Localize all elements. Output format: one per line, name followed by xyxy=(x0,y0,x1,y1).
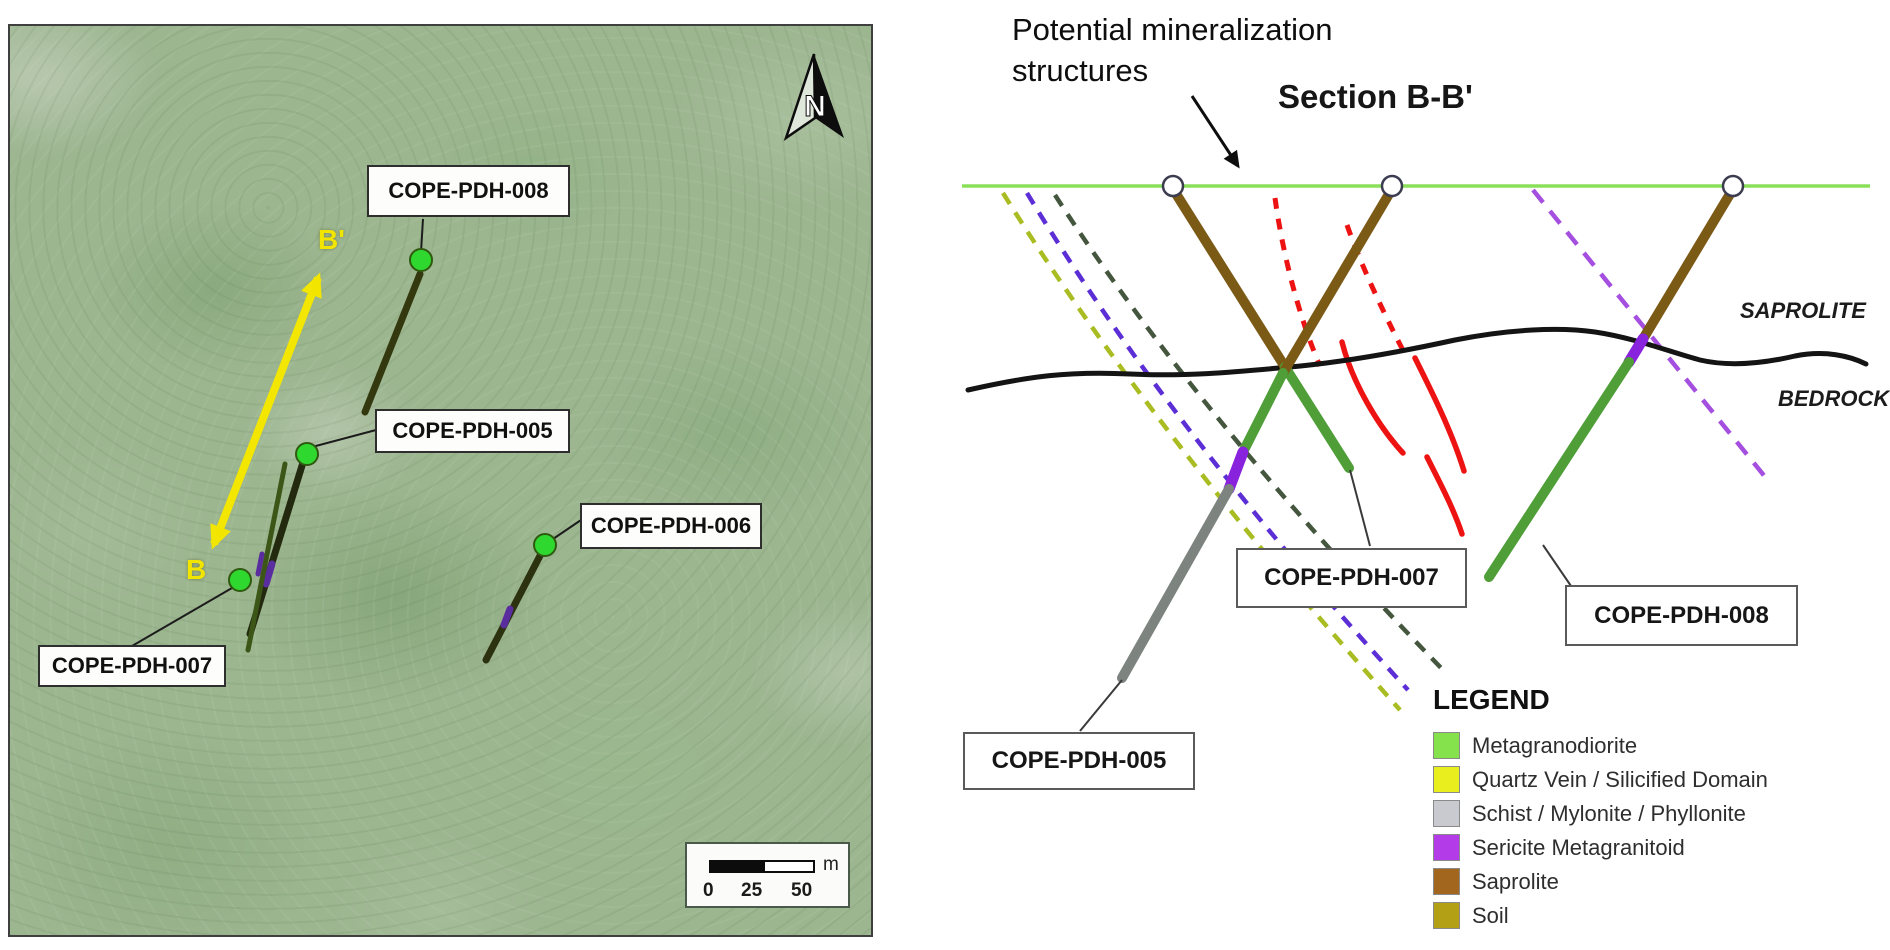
legend-swatch-quartz-vein xyxy=(1433,766,1460,793)
section-leader-pdh007 xyxy=(1349,469,1371,547)
section-line-arrow xyxy=(210,272,322,550)
section-collar-pdh007 xyxy=(1161,174,1185,198)
scale-bar-unit: m xyxy=(823,854,839,875)
mineralization-dashed-2 xyxy=(1344,224,1410,360)
structure-dashed-dark xyxy=(1053,193,1447,674)
map-trace-pdh006 xyxy=(482,546,547,664)
legend-item-quartz-vein: Quartz Vein / Silicified Domain xyxy=(1433,766,1768,793)
collar-dot-pdh008 xyxy=(409,248,433,272)
legend-item-schist: Schist / Mylonite / Phyllonite xyxy=(1433,800,1768,827)
legend-swatch-saprolite xyxy=(1433,868,1460,895)
legend-swatch-soil xyxy=(1433,902,1460,929)
map-label-pdh008: COPE-PDH-008 xyxy=(367,165,570,217)
pdh008-metagranodiorite-interval xyxy=(1484,357,1634,582)
structure-dashed-olive xyxy=(1001,191,1402,712)
annotation-line-2: structures xyxy=(1012,52,1149,88)
legend-swatch-schist xyxy=(1433,800,1460,827)
pdh005-sericite-interval xyxy=(1223,446,1249,495)
legend-item-metagranodiorite: Metagranodiorite xyxy=(1433,732,1768,759)
section-leader-pdh005 xyxy=(1079,679,1123,732)
mineralization-solid-3 xyxy=(1424,454,1465,537)
annotation-line-1: Potential mineralization xyxy=(1012,12,1333,47)
map-leader-pdh005 xyxy=(311,429,377,448)
legend: LEGEND Metagranodiorite Quartz Vein / Si… xyxy=(1433,684,1768,936)
map-trace-pdh007-sericite xyxy=(255,551,265,577)
cross-section-b-b: Potential mineralization structures Sect… xyxy=(900,0,1890,950)
map-label-pdh006: COPE-PDH-006 xyxy=(580,503,762,549)
pdh007-saprolite-interval xyxy=(1168,184,1290,372)
mineralization-dashed-1 xyxy=(1272,197,1323,367)
scale-tick-25: 25 xyxy=(741,880,763,901)
saprolite-label: SAPROLITE xyxy=(1740,298,1866,323)
mineralization-solid-1 xyxy=(1339,339,1406,456)
section-label-pdh008: COPE-PDH-008 xyxy=(1565,585,1798,646)
section-start-label: B xyxy=(186,554,207,585)
collar-dot-pdh007 xyxy=(228,568,252,592)
legend-label: Quartz Vein / Silicified Domain xyxy=(1472,766,1768,792)
scale-bar-white-segment xyxy=(763,860,815,873)
section-title: Section B-B' xyxy=(1278,78,1473,115)
drill-trace-pdh005 xyxy=(1117,184,1397,683)
map-leader-pdh007 xyxy=(131,587,233,647)
map-trace-pdh007 xyxy=(245,461,288,653)
pdh005-metagranodiorite-interval xyxy=(1238,368,1288,457)
scale-tick-0: 0 xyxy=(703,880,714,901)
collar-dot-pdh005 xyxy=(295,442,319,466)
drillhole-location-map: N COPE-PDH-008 COPE-PDH-005 COPE-PDH-006… xyxy=(8,24,873,937)
drill-trace-pdh007 xyxy=(1168,184,1354,473)
map-leader-pdh006 xyxy=(552,519,582,540)
section-leader-pdh008 xyxy=(1542,544,1572,587)
annotation-arrow xyxy=(1190,95,1240,169)
mineralization-solid-2 xyxy=(1412,355,1467,474)
map-trace-pdh006-sericite xyxy=(500,605,514,629)
north-arrow-icon: N xyxy=(783,53,844,142)
legend-item-soil: Soil xyxy=(1433,902,1768,929)
map-trace-pdh008 xyxy=(361,270,424,416)
legend-swatch-sericite xyxy=(1433,834,1460,861)
scale-bar: m 0 25 50 xyxy=(685,842,850,908)
legend-label: Soil xyxy=(1472,902,1509,928)
annotation-text: Potential mineralization structures xyxy=(1012,10,1333,92)
pdh005-saprolite-interval xyxy=(1278,184,1397,378)
structure-dashed-violet xyxy=(1531,188,1768,480)
section-end-label: B' xyxy=(318,224,345,255)
legend-label: Saprolite xyxy=(1472,868,1559,894)
legend-label: Metagranodiorite xyxy=(1472,732,1638,758)
pdh008-saprolite-interval xyxy=(1638,184,1738,344)
bedrock-label: BEDROCK xyxy=(1778,386,1890,411)
section-label-pdh007: COPE-PDH-007 xyxy=(1236,548,1467,608)
legend-label: Schist / Mylonite / Phyllonite xyxy=(1472,800,1746,826)
map-label-pdh005: COPE-PDH-005 xyxy=(375,409,570,453)
map-leader-pdh008 xyxy=(420,218,424,253)
scale-tick-50: 50 xyxy=(791,880,813,901)
legend-item-sericite: Sericite Metagranitoid xyxy=(1433,834,1768,861)
collar-dot-pdh006 xyxy=(533,533,557,557)
legend-title: LEGEND xyxy=(1433,684,1550,715)
legend-label: Sericite Metagranitoid xyxy=(1472,834,1685,860)
pdh005-schist-interval xyxy=(1117,484,1234,683)
section-graphics xyxy=(962,95,1870,732)
structure-dashed-purple xyxy=(1025,191,1410,692)
map-label-pdh007: COPE-PDH-007 xyxy=(38,645,226,687)
mineralization-structures xyxy=(1272,197,1467,537)
section-label-pdh005: COPE-PDH-005 xyxy=(963,732,1195,790)
drill-trace-pdh008 xyxy=(1484,184,1738,582)
north-label: N xyxy=(804,90,826,123)
scale-bar-black-segment xyxy=(709,860,763,873)
section-collar-pdh008 xyxy=(1721,174,1745,198)
legend-item-saprolite: Saprolite xyxy=(1433,868,1768,895)
map-overlay-graphics: N xyxy=(131,53,844,664)
map-trace-pdh005-sericite xyxy=(262,560,276,588)
bedrock-boundary-line xyxy=(965,326,1869,393)
legend-swatch-metagranodiorite xyxy=(1433,732,1460,759)
pdh007-metagranodiorite-interval xyxy=(1280,362,1354,473)
section-collar-pdh005 xyxy=(1380,174,1404,198)
